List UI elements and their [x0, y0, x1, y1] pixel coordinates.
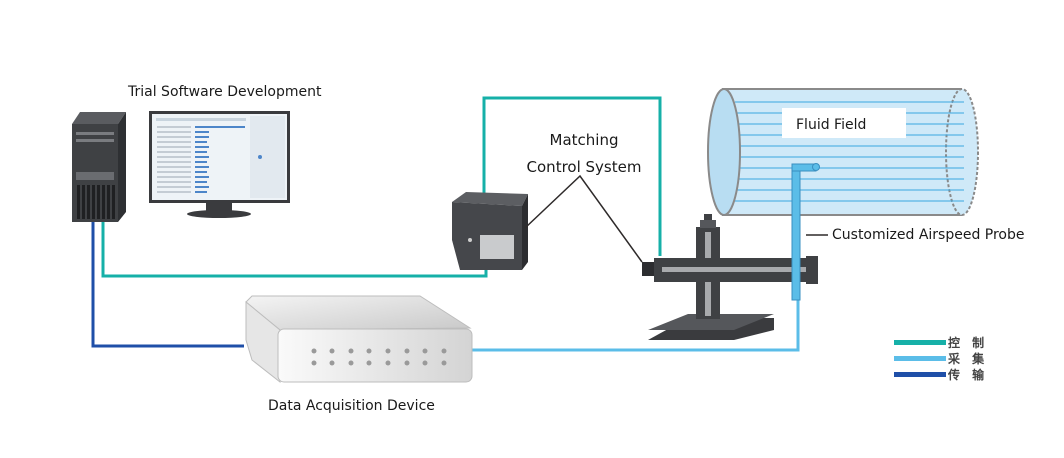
fluid-field-label-box — [782, 108, 906, 138]
computer-monitor — [149, 111, 290, 218]
label-airspeed-probe: Customized Airspeed Probe — [832, 227, 1025, 243]
legend-label-acquisition: 采 集 — [948, 351, 989, 366]
label-fluid-field: Fluid Field — [796, 117, 867, 133]
wire-computer-to-controller — [101, 220, 488, 278]
computer-tower — [72, 112, 126, 222]
fluid-field-tunnel — [707, 88, 979, 216]
wire-probe-to-daq — [444, 300, 800, 352]
label-matching-line2: Control System — [526, 158, 642, 176]
legend-item-control: 控 制 — [894, 334, 988, 350]
pointer-matching — [524, 174, 643, 263]
wire-computer-to-daq — [91, 220, 244, 348]
legend: 控 制 采 集 传 输 — [894, 334, 988, 382]
label-data-acquisition: Data Acquisition Device — [268, 398, 435, 414]
legend-label-transmission: 传 输 — [948, 367, 989, 382]
legend-swatch-transmission — [894, 371, 946, 377]
legend-item-acquisition: 采 集 — [894, 350, 988, 366]
wire-controller-to-traverse — [482, 96, 662, 256]
legend-item-transmission: 传 输 — [894, 366, 988, 382]
legend-swatch-control — [894, 339, 946, 345]
data-acquisition-device — [245, 295, 473, 384]
airspeed-probe — [791, 163, 820, 301]
label-trial-software: Trial Software Development — [128, 84, 322, 100]
legend-label-control: 控 制 — [948, 335, 989, 350]
label-matching-line1: Matching — [549, 131, 619, 149]
legend-swatch-acquisition — [894, 355, 946, 361]
traverse-mechanism — [642, 214, 818, 340]
controller-box — [452, 192, 528, 270]
label-matching-control: Matching Control System — [514, 127, 654, 181]
